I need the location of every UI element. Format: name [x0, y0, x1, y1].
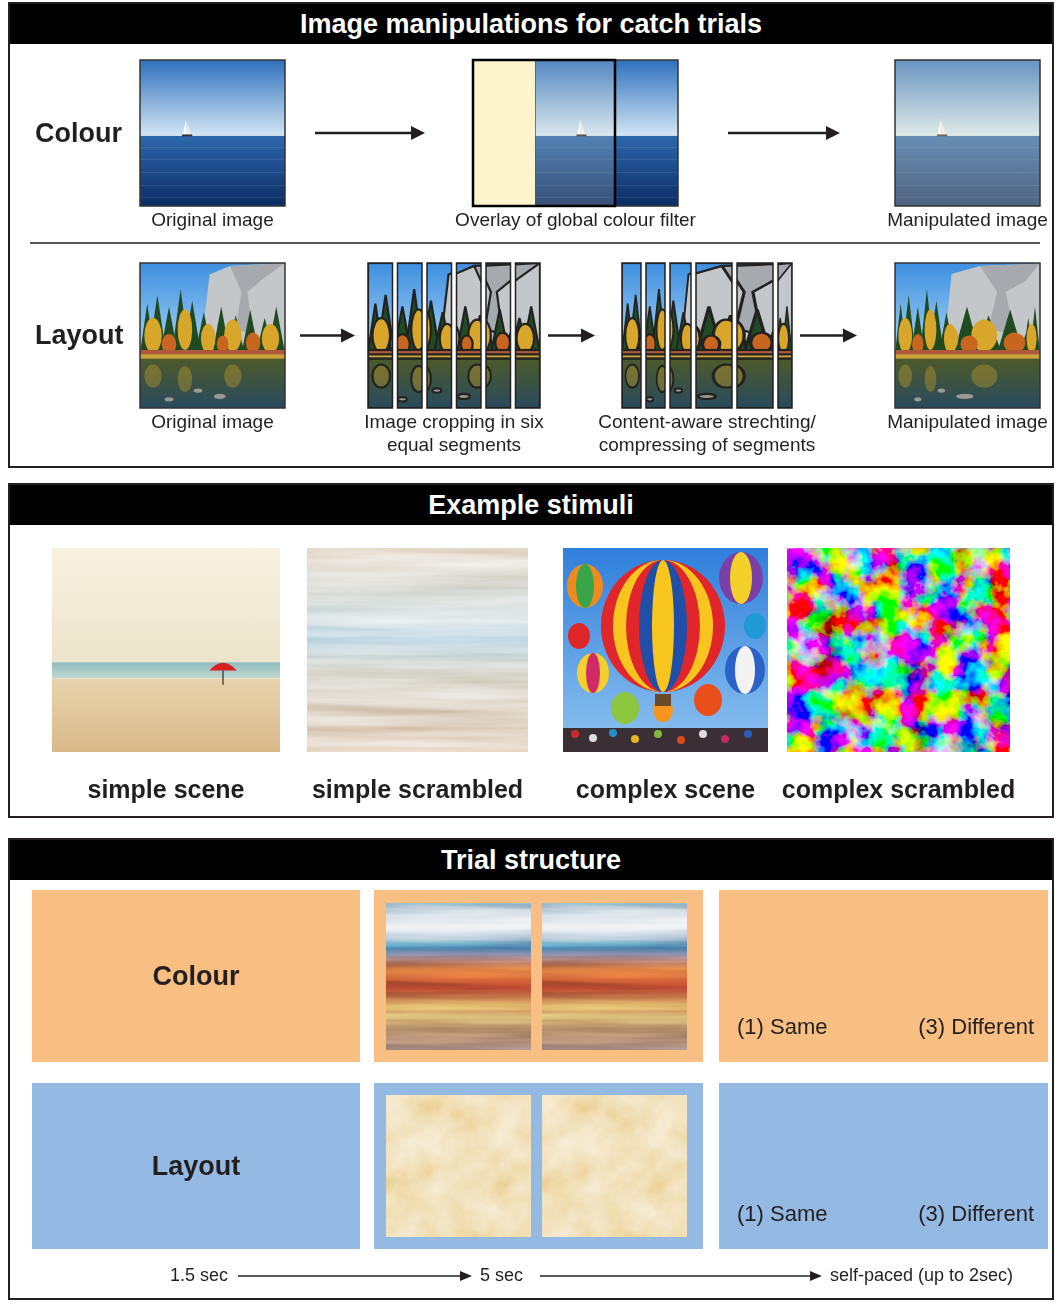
- arrow-head: [843, 329, 857, 343]
- time-label: 5 sec: [480, 1265, 523, 1287]
- time-label: 1.5 sec: [170, 1265, 228, 1287]
- row-divider: [30, 242, 1040, 244]
- flow-arrow: [728, 126, 840, 140]
- complex-scene-image: [563, 548, 768, 752]
- response-options: (1) Same (3) Different: [719, 1201, 1048, 1249]
- image-box: Manipulated image: [895, 60, 1040, 206]
- image-box: Overlay of global colour filter: [473, 60, 678, 206]
- stretched-segments: [588, 263, 809, 408]
- arrow-head: [341, 329, 355, 343]
- image-box: Original image: [140, 263, 285, 408]
- response-option: (1) Same: [737, 1201, 827, 1227]
- flow-arrow: [315, 126, 425, 140]
- response-box: (1) Same (3) Different: [719, 1083, 1048, 1249]
- arrow-line: [800, 334, 845, 337]
- colour-manipulated-image: [895, 60, 1040, 206]
- image-box: Content-aware strechting/ compressing of…: [622, 263, 792, 408]
- arrow-head: [826, 126, 840, 140]
- arrow-line: [315, 132, 413, 135]
- panel-box: Example stimulisimple scenesimple scramb…: [8, 483, 1054, 818]
- arrow-head: [411, 126, 425, 140]
- cue-box: Colour: [32, 890, 360, 1062]
- image-caption: complex scrambled: [774, 774, 1024, 804]
- image-caption: complex scene: [546, 774, 786, 804]
- row-label: Layout: [35, 319, 124, 351]
- stimulus-box: complex scrambled: [787, 548, 1010, 752]
- image-caption: Manipulated image: [868, 411, 1059, 434]
- image-caption: Manipulated image: [868, 209, 1059, 232]
- image-caption: Content-aware strechting/ compressing of…: [582, 411, 832, 457]
- layout-manipulated-image: [846, 263, 1059, 408]
- image-caption: Original image: [113, 411, 313, 434]
- response-options: (1) Same (3) Different: [719, 1014, 1048, 1062]
- arrow-line: [300, 334, 343, 337]
- panel-heading: Example stimuli: [10, 485, 1052, 525]
- response-option: (1) Same: [737, 1014, 827, 1040]
- cue-label: Colour: [153, 961, 240, 992]
- cue-box: Layout: [32, 1083, 360, 1249]
- flow-arrow: [800, 329, 857, 343]
- arrow-line: [728, 132, 828, 135]
- timeline-arrows: [238, 1271, 822, 1281]
- panel-box: Trial structureColour (1) Same (3) Differe…: [8, 838, 1054, 1300]
- layout-stimulus-panel: [374, 1083, 703, 1249]
- layout-original-image: [140, 263, 285, 408]
- panel-heading: Trial structure: [10, 840, 1052, 880]
- stimulus-box: simple scrambled: [307, 548, 528, 752]
- flow-arrow: [548, 329, 595, 343]
- simple-scrambled-image: [307, 548, 528, 752]
- panel-heading: Image manipulations for catch trials: [10, 4, 1052, 44]
- image-caption: simple scrambled: [293, 774, 543, 804]
- stimulus-box: complex scene: [563, 548, 768, 752]
- image-caption: Image cropping in six equal segments: [349, 411, 559, 457]
- image-box: Manipulated image: [895, 263, 1040, 408]
- simple-scene-image: [52, 548, 280, 752]
- colour-overlay-image: [473, 60, 678, 206]
- image-box: Original image: [140, 60, 285, 206]
- cue-label: Layout: [152, 1151, 241, 1182]
- image-caption: simple scene: [36, 774, 296, 804]
- image-caption: Original image: [103, 209, 323, 232]
- image-caption: Overlay of global colour filter: [426, 209, 726, 232]
- response-option: (3) Different: [918, 1201, 1034, 1227]
- arrow-head: [581, 329, 595, 343]
- cropped-segments: [368, 263, 540, 408]
- row-label: Colour: [35, 117, 122, 149]
- response-option: (3) Different: [918, 1014, 1034, 1040]
- stimulus-box: simple scene: [52, 548, 280, 752]
- response-box: (1) Same (3) Different: [719, 890, 1048, 1062]
- time-label: self-paced (up to 2sec): [830, 1265, 1013, 1287]
- arrow-line: [548, 334, 583, 337]
- complex-scrambled-image: [787, 548, 1010, 752]
- flow-arrow: [300, 329, 355, 343]
- panel-box: Image manipulations for catch trialsOrig…: [8, 2, 1054, 468]
- image-box: Image cropping in six equal segments: [368, 263, 540, 408]
- colour-stimulus-panel: [374, 890, 703, 1062]
- colour-original-image: [140, 60, 285, 206]
